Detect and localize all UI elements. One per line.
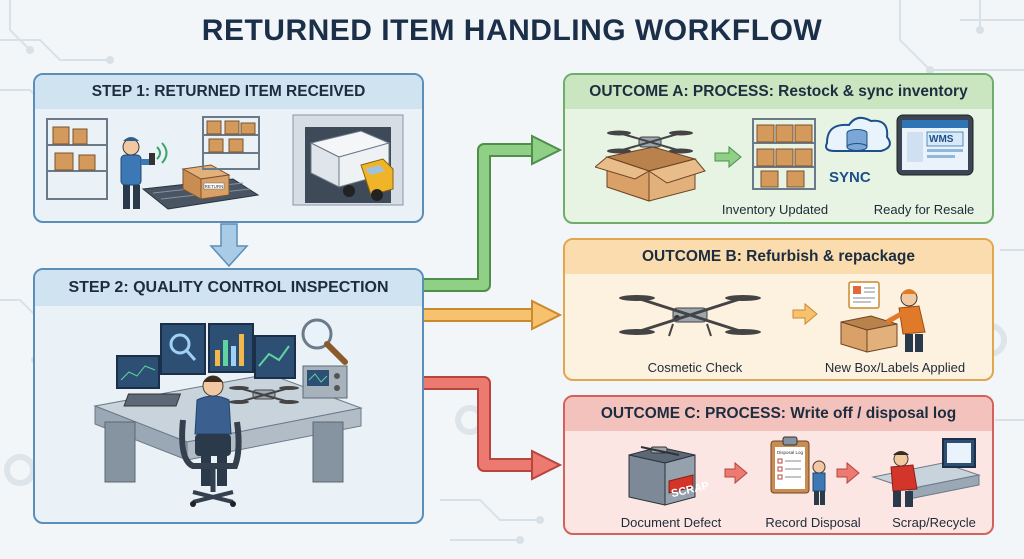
test-equipment-icon <box>302 365 348 399</box>
page-title: RETURNED ITEM HANDLING WORKFLOW <box>201 14 823 47</box>
recycle-station-icon <box>871 438 981 507</box>
truck-icon <box>292 114 404 206</box>
arrow-to-outcome-b <box>424 299 563 331</box>
drone-icon <box>229 386 299 404</box>
small-arrow-icon <box>714 145 742 169</box>
open-box-drone-icon <box>595 130 706 202</box>
caption-document-defect: Document Defect <box>620 515 722 530</box>
outcome-c-panel: OUTCOME C: PROCESS: Write off / disposal… <box>563 395 994 535</box>
outcome-a-panel: OUTCOME A: PROCESS: Restock & sync inven… <box>563 73 994 224</box>
caption-record-disposal: Record Disposal <box>765 515 861 530</box>
chair-icon <box>179 419 242 507</box>
restocked-shelf-icon <box>752 118 816 190</box>
cloud-database-icon <box>825 116 891 152</box>
wms-label: WMS <box>929 134 954 145</box>
restock-illustration <box>595 114 974 202</box>
clipboard-icon: Disposal Log <box>770 436 810 494</box>
clipboard-label: Disposal Log <box>777 450 804 455</box>
monitor-search-icon <box>160 323 206 375</box>
small-arrow-icon <box>836 461 860 485</box>
inspector-icon <box>194 375 232 486</box>
worker-icon <box>120 137 168 209</box>
refurbish-illustration <box>619 281 926 353</box>
monitor-icon <box>208 323 254 373</box>
keyboard-icon <box>123 393 182 407</box>
arrow-to-outcome-a <box>424 134 563 292</box>
outcome-b-heading: OUTCOME B: Refurbish & repackage <box>565 240 992 274</box>
step1-heading: STEP 1: RETURNED ITEM RECEIVED <box>35 75 422 109</box>
caption-cosmetic-check: Cosmetic Check <box>647 360 743 375</box>
label-card-icon <box>848 281 880 309</box>
outcome-b-panel: OUTCOME B: Refurbish & repackage <box>563 238 994 381</box>
caption-ready-for-resale: Ready for Resale <box>873 202 975 217</box>
step2-heading: STEP 2: QUALITY CONTROL INSPECTION <box>35 270 422 306</box>
outcome-a-heading: OUTCOME A: PROCESS: Restock & sync inven… <box>565 75 992 109</box>
arrow-step1-to-step2 <box>209 223 249 268</box>
return-box-icon: RETURN <box>181 164 231 200</box>
caption-inventory-updated: Inventory Updated <box>721 202 829 217</box>
caption-new-box-labels: New Box/Labels Applied <box>824 360 966 375</box>
clerk-worker-icon <box>812 460 826 505</box>
shelf-icon <box>46 118 108 200</box>
packer-worker-icon <box>885 289 926 352</box>
qc-inspection-illustration <box>93 318 363 507</box>
step2-panel: STEP 2: QUALITY CONTROL INSPECTION <box>33 268 424 524</box>
sync-label: SYNC <box>829 169 871 186</box>
small-arrow-icon <box>792 302 818 326</box>
scrap-bin-icon <box>628 446 696 506</box>
step1-panel: STEP 1: RETURNED ITEM RECEIVED <box>33 73 424 223</box>
return-box-label: RETURN <box>205 184 224 189</box>
tablet-wms-icon <box>896 114 974 176</box>
outcome-c-heading: OUTCOME C: PROCESS: Write off / disposal… <box>565 397 992 431</box>
monitor-icon <box>254 335 296 379</box>
small-arrow-icon <box>724 461 748 485</box>
monitor-icon <box>116 355 160 389</box>
shelf-icon <box>202 116 260 170</box>
disposal-illustration: Disposal Log <box>628 436 981 507</box>
packing-box-icon <box>840 315 898 353</box>
drone-icon <box>619 295 761 337</box>
magnifier-icon <box>301 318 348 365</box>
warehouse-receiving-illustration: RETURN <box>46 114 404 210</box>
arrow-to-outcome-c <box>424 376 563 481</box>
caption-scrap-recycle: Scrap/Recycle <box>892 515 976 530</box>
